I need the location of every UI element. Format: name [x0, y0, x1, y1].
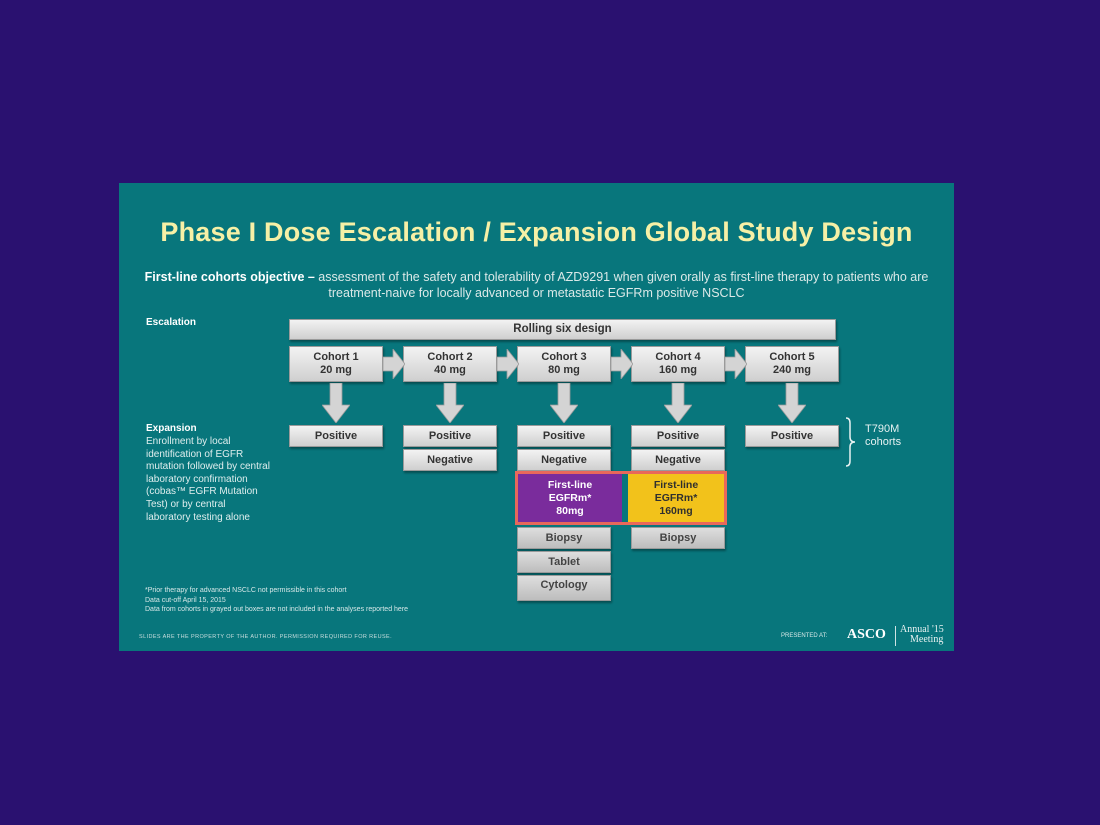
- cohort-1-positive: Positive: [289, 425, 383, 447]
- annual-line2: Meeting: [910, 634, 944, 645]
- rolling-six-banner: Rolling six design: [289, 319, 836, 340]
- t790m-bracket: [845, 417, 856, 467]
- expansion-label: Expansion: [146, 423, 197, 434]
- arrow-down-icon: [664, 383, 692, 423]
- footer-presented-at: PRESENTED AT:: [781, 633, 828, 639]
- asco-logo: ASCO: [847, 627, 886, 642]
- cohort-4-box: Cohort 4 160 mg: [631, 346, 725, 382]
- firstline-highlight: First-line EGFRm* 80mg First-line EGFRm*…: [515, 471, 727, 525]
- footnote-2: Data cut-off April 15, 2015: [145, 596, 226, 604]
- cohort-4-biopsy: Biopsy: [631, 527, 725, 549]
- cohort-4-positive: Positive: [631, 425, 725, 447]
- asco-divider: [895, 626, 896, 646]
- cohort-3-cytology: Cytology: [517, 575, 611, 601]
- annual-line1: Annual '15: [900, 624, 944, 635]
- slide: Phase I Dose Escalation / Expansion Glob…: [119, 183, 954, 651]
- cohort-3-box: Cohort 3 80 mg: [517, 346, 611, 382]
- slide-title: Phase I Dose Escalation / Expansion Glob…: [160, 217, 913, 247]
- t790m-line2: cohorts: [865, 436, 902, 448]
- arrow-down-icon: [436, 383, 464, 423]
- arrow-down-icon: [550, 383, 578, 423]
- arrow-down-icon: [322, 383, 350, 423]
- footnotes: *Prior therapy for advanced NSCLC not pe…: [145, 586, 408, 615]
- cohort-3-dose: 80 mg: [548, 364, 580, 376]
- arrow-down-icon: [778, 383, 806, 423]
- cohort-5-name: Cohort 5: [769, 351, 815, 363]
- cohort-2-dose: 40 mg: [434, 364, 466, 376]
- arrow-right-icon: [383, 349, 405, 379]
- cohort-3-negative: Negative: [517, 449, 611, 471]
- firstline-80-line3: 80mg: [556, 504, 584, 517]
- firstline-80-line1: First-line: [547, 478, 593, 491]
- cohort-5-box: Cohort 5 240 mg: [745, 346, 839, 382]
- arrow-right-icon: [611, 349, 633, 379]
- cohort-3-name: Cohort 3: [541, 351, 587, 363]
- t790m-line1: T790M: [865, 423, 900, 435]
- cohort-4-dose: 160 mg: [659, 364, 697, 376]
- cohort-1-box: Cohort 1 20 mg: [289, 346, 383, 382]
- firstline-160-line2: EGFRm*: [654, 491, 698, 504]
- objective-body: assessment of the safety and tolerabilit…: [314, 270, 929, 300]
- cohort-2-positive: Positive: [403, 425, 497, 447]
- arrow-right-icon: [497, 349, 519, 379]
- cohort-5-positive: Positive: [745, 425, 839, 447]
- cohort-2-box: Cohort 2 40 mg: [403, 346, 497, 382]
- firstline-160mg-box: First-line EGFRm* 160mg: [628, 474, 724, 522]
- firstline-160-line1: First-line: [653, 478, 699, 491]
- objective-heading: First-line cohorts objective –: [144, 270, 315, 284]
- cohort-1-dose: 20 mg: [320, 364, 352, 376]
- cohort-1-name: Cohort 1: [313, 351, 359, 363]
- cohort-5-dose: 240 mg: [773, 364, 811, 376]
- firstline-80mg-box: First-line EGFRm* 80mg: [518, 474, 622, 522]
- cohort-4-name: Cohort 4: [655, 351, 701, 363]
- cohort-2-negative: Negative: [403, 449, 497, 471]
- objective-text: First-line cohorts objective – assessmen…: [139, 269, 934, 301]
- escalation-label: Escalation: [146, 317, 197, 328]
- footer-disclaimer: SLIDES ARE THE PROPERTY OF THE AUTHOR. P…: [139, 634, 393, 640]
- cohort-2-name: Cohort 2: [427, 351, 473, 363]
- firstline-80-line2: EGFRm*: [548, 491, 592, 504]
- cohort-4-negative: Negative: [631, 449, 725, 471]
- footnote-3: Data from cohorts in grayed out boxes ar…: [145, 606, 409, 613]
- cohort-3-biopsy: Biopsy: [517, 527, 611, 549]
- footnote-1: *Prior therapy for advanced NSCLC not pe…: [145, 587, 347, 594]
- annual-meeting-label: Annual '15 Meeting: [900, 625, 944, 645]
- t790m-label: T790M cohorts: [865, 423, 901, 449]
- arrow-right-icon: [725, 349, 747, 379]
- expansion-description: Enrollment by local identification of EG…: [146, 436, 270, 523]
- cohort-3-tablet: Tablet: [517, 551, 611, 573]
- firstline-160-line3: 160mg: [659, 504, 693, 517]
- cohort-3-positive: Positive: [517, 425, 611, 447]
